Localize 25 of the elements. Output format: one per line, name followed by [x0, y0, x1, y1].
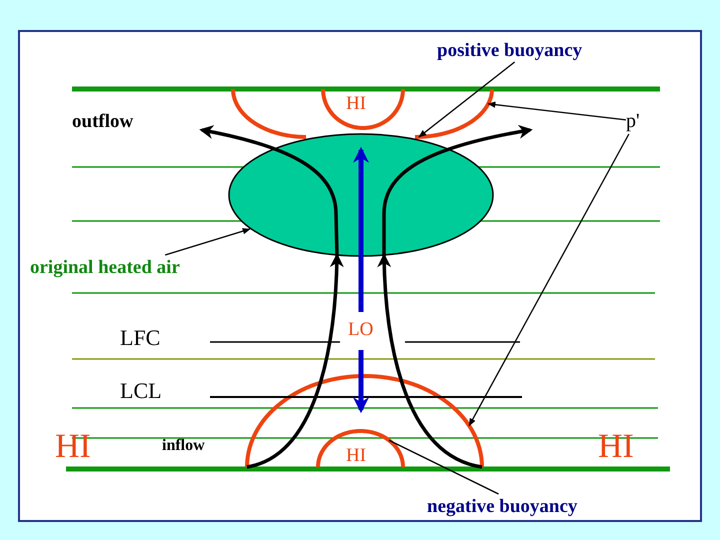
- flow-arrow: [377, 253, 482, 469]
- callout-text: p': [626, 108, 640, 134]
- pressure-arc: [231, 87, 308, 139]
- pressure-arc: [245, 374, 484, 469]
- callout-text: positive buoyancy: [437, 38, 582, 62]
- leader-line: [388, 440, 499, 495]
- diagram-label: outflow: [72, 112, 134, 131]
- diagram-label: LFC: [120, 327, 160, 349]
- flow-arrow: [246, 253, 344, 469]
- leader-line: [164, 228, 251, 256]
- leader-line: [487, 101, 626, 120]
- air-parcel-ellipse: [228, 133, 494, 257]
- pressure-arc: [413, 87, 494, 139]
- callout-text: negative buoyancy: [427, 494, 578, 518]
- diagram-label: inflow: [162, 438, 205, 454]
- diagram-label: HI: [598, 430, 634, 464]
- diagram-label: HI: [346, 446, 366, 465]
- diagram-label: LO: [348, 320, 374, 339]
- leader-line: [418, 61, 516, 138]
- diagram-label: LCL: [120, 380, 162, 402]
- diagram-label: HI: [55, 430, 91, 464]
- leader-line: [468, 134, 630, 426]
- pressure-arc: [321, 87, 405, 130]
- diagram-label: HI: [346, 94, 366, 113]
- callout-text: original heated air: [30, 255, 180, 279]
